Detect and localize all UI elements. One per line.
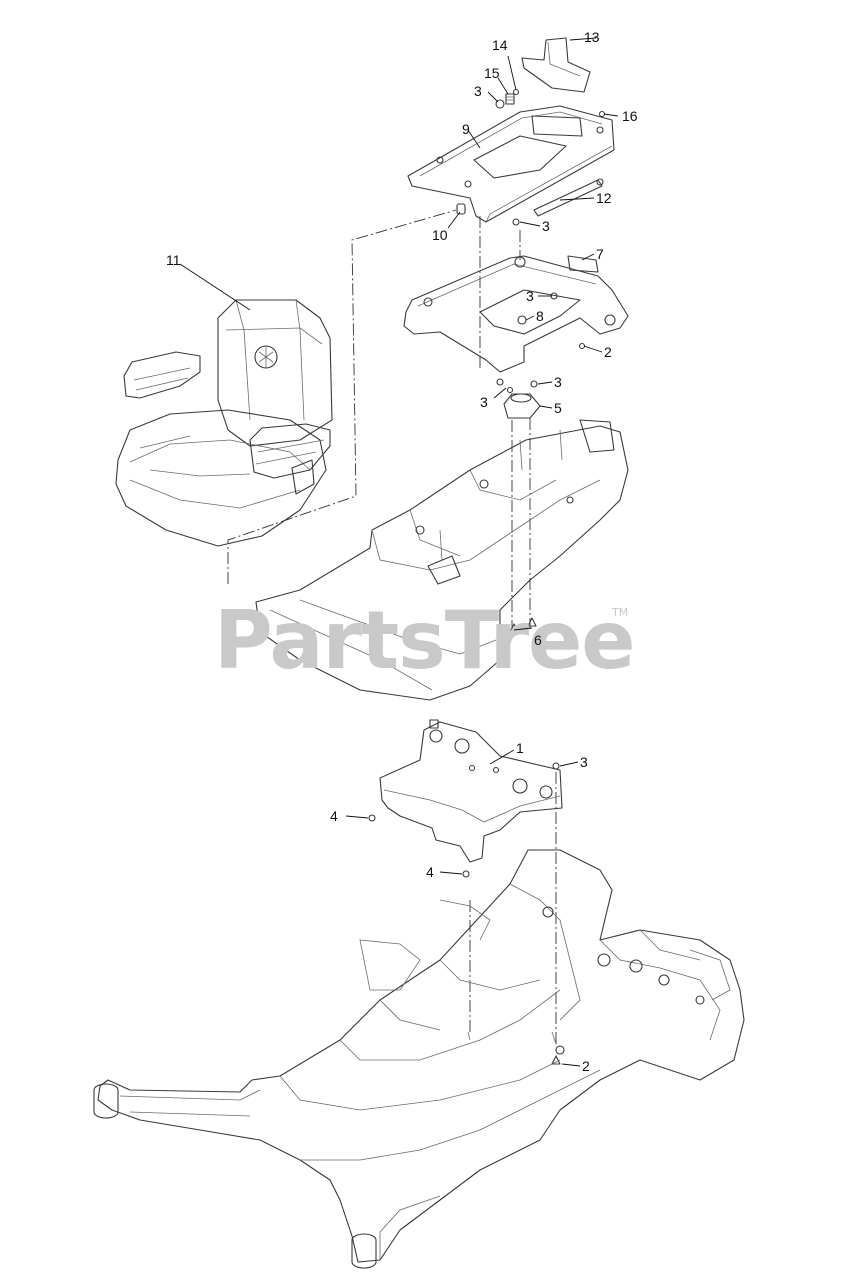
callout-3f: 3 xyxy=(580,754,588,770)
hardware-plate xyxy=(368,762,561,1065)
callout-3c: 3 xyxy=(526,288,534,304)
callout-1: 1 xyxy=(516,740,524,756)
callout-3e: 3 xyxy=(480,394,488,410)
callout-2b: 2 xyxy=(582,1058,590,1074)
callout-15: 15 xyxy=(484,65,500,81)
hardware-top xyxy=(456,88,606,226)
callout-3d: 3 xyxy=(554,374,562,390)
upper-frame xyxy=(255,419,629,701)
callout-14: 14 xyxy=(492,37,508,53)
seat-slide-rod[interactable] xyxy=(533,178,604,217)
callout-4a: 4 xyxy=(330,808,338,824)
callout-3b: 3 xyxy=(542,218,550,234)
callout-labels: 11 13 14 15 3 16 9 12 3 10 7 3 8 2 3 3 5… xyxy=(166,29,638,1074)
seat-bracket[interactable] xyxy=(521,37,591,93)
callout-16: 16 xyxy=(622,108,638,124)
seat-mounting-plate[interactable] xyxy=(407,105,615,223)
callout-6: 6 xyxy=(534,632,542,648)
callout-leaders xyxy=(179,37,619,1067)
callout-4b: 4 xyxy=(426,864,434,880)
callout-11: 11 xyxy=(166,252,181,268)
assembly-lines xyxy=(227,209,557,1044)
callout-2a: 2 xyxy=(604,344,612,360)
callout-3a: 3 xyxy=(474,83,482,99)
watermark-text: PartsTree xyxy=(214,594,635,687)
isolator-mount[interactable] xyxy=(496,378,541,419)
seat-assembly[interactable] xyxy=(115,299,333,547)
callout-9: 9 xyxy=(462,121,470,137)
callout-8: 8 xyxy=(536,308,544,324)
callout-10: 10 xyxy=(432,227,448,243)
trademark-mark: TM xyxy=(611,606,628,619)
callout-7: 7 xyxy=(596,246,604,262)
callout-13: 13 xyxy=(584,29,600,45)
seat-mount-plate[interactable] xyxy=(403,255,629,373)
main-frame xyxy=(93,849,745,1269)
callout-12: 12 xyxy=(596,190,612,206)
callout-5: 5 xyxy=(554,400,562,416)
frame-cover-plate[interactable] xyxy=(379,719,563,863)
